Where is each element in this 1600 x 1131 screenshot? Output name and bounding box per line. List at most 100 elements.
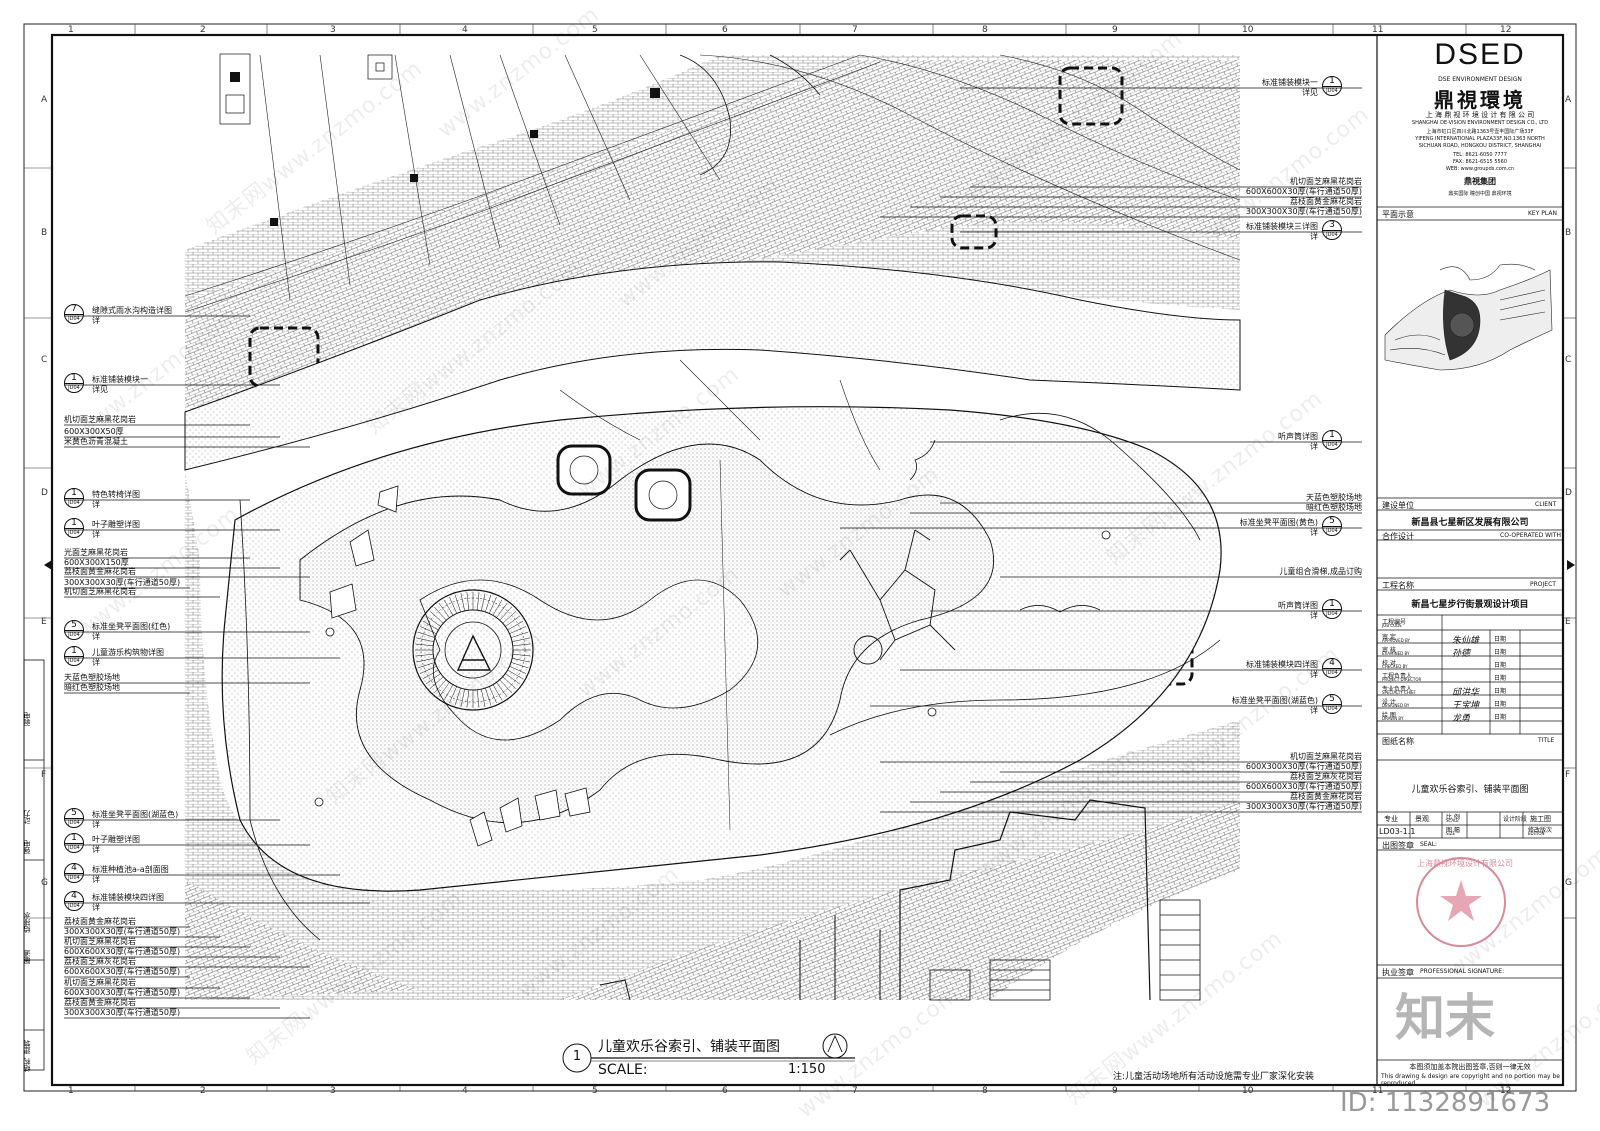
role-date: 日期 xyxy=(1494,688,1507,695)
callout-text: 600X300X30厚(车行通道50厚) xyxy=(64,988,181,997)
callout-text: 儿童游乐构筑物详图 xyxy=(92,648,164,657)
grid-col-bottom: 11 xyxy=(1372,1086,1384,1096)
discipline-label: 给排水 xyxy=(23,912,31,933)
callout-text: 600X600X30厚(车行通道50厚) xyxy=(64,967,181,976)
callout-sheet-ref: JD04 xyxy=(68,845,80,851)
spoke xyxy=(425,673,441,685)
callout-sub: 详 xyxy=(1310,611,1318,620)
spoke xyxy=(499,679,512,694)
spoke xyxy=(502,611,517,624)
grid-row-left: F xyxy=(41,770,47,780)
callout-text: 300X300X30厚(车行通道50厚) xyxy=(1245,802,1362,811)
spoke xyxy=(476,592,480,611)
callout-text: 600X600X30厚(车行通道50厚) xyxy=(1245,187,1362,196)
grid-row-left: E xyxy=(41,617,47,627)
street-lines xyxy=(184,54,1241,313)
callout-text: 暗红色塑胶场地 xyxy=(64,683,120,692)
callout-text: 暗红色塑胶场地 xyxy=(1306,503,1362,512)
spoke xyxy=(505,615,521,627)
callout-text: 标准铺装模块四详图 xyxy=(92,893,164,902)
seal-stamp-text: 上海鼎视环境设计有限公司 xyxy=(1417,859,1513,868)
callout-text: 标准铺装模块一 xyxy=(92,375,148,384)
role-date: 日期 xyxy=(1494,662,1507,669)
callout-text: 缝隙式雨水沟构造详图 xyxy=(92,306,172,315)
cooperated-label-en: CO-OPERATED WITH xyxy=(1500,532,1561,539)
stage-label: 设计阶段 xyxy=(1503,816,1528,823)
key-plan-label: 平面示意 xyxy=(1382,210,1414,219)
grid-col-bottom: 2 xyxy=(200,1086,206,1096)
spoke xyxy=(489,686,497,704)
spoke xyxy=(485,594,492,613)
grid-col-top: 10 xyxy=(1242,25,1254,35)
callout-sub: 详 xyxy=(1310,232,1318,241)
callout-sheet-ref: JD04 xyxy=(68,632,80,638)
callout-text: 特色转椅详图 xyxy=(92,490,140,499)
callout-text: 600X600X30厚(车行通道50厚) xyxy=(1245,782,1362,791)
role-label: 审 核 xyxy=(1382,647,1396,654)
callout-text: 机切面芝麻黑花岗岩 xyxy=(64,978,136,987)
grid-row-right: C xyxy=(1565,355,1572,365)
spoke xyxy=(443,599,454,616)
callout-sheet-ref: JD04 xyxy=(68,903,80,909)
revision-label-en: EDITION xyxy=(1528,831,1545,836)
spoke xyxy=(419,626,437,634)
spoke xyxy=(422,620,439,631)
grid-col-top: 7 xyxy=(852,25,858,35)
slide-structure xyxy=(839,529,956,665)
spoke xyxy=(481,593,486,611)
spoke xyxy=(466,592,470,611)
size-label-en: SIZE xyxy=(1446,831,1455,836)
callout-sheet-ref: JD04 xyxy=(1326,706,1338,712)
role-label-en: CHECKED BY xyxy=(1382,664,1408,669)
callout-sub: 详 xyxy=(92,820,100,829)
professional-label: 执业签章 xyxy=(1382,968,1414,977)
spoke xyxy=(466,689,470,708)
title-label-en: TITLE xyxy=(1538,737,1555,744)
callout-sub: 详 xyxy=(92,658,100,667)
discipline-label: 弱电 xyxy=(23,712,31,726)
callout-sheet-ref: JD04 xyxy=(1326,232,1338,238)
title-block-rules xyxy=(1377,206,1563,1061)
callout-sheet-ref: JD04 xyxy=(68,530,80,536)
spoke xyxy=(509,666,527,674)
seal-label-en: SEAL: xyxy=(1420,841,1438,848)
grid-col-top: 9 xyxy=(1112,25,1118,35)
notice-en1: This drawing & design are copyright and … xyxy=(1381,1073,1560,1080)
firm-logo-sub: DSE ENVIRONMENT DESIGN xyxy=(1438,76,1522,83)
spoke xyxy=(505,673,521,685)
discipline-label: 动力 xyxy=(23,810,31,824)
discipline-strip xyxy=(23,659,45,1071)
callout-number: 4 xyxy=(65,892,83,902)
callout-sub: 详 xyxy=(92,500,100,509)
callout-text: 荔枝面芝麻灰花岗岩 xyxy=(64,957,136,966)
spoke xyxy=(443,684,454,701)
callout-sheet-ref: JD04 xyxy=(68,820,80,826)
callout-text: 600X600X30厚(车行通道50厚) xyxy=(64,947,181,956)
grid-col-bottom: 7 xyxy=(852,1086,858,1096)
callout-sub: 详 xyxy=(92,632,100,641)
firm-company-en: SHANGHAI DE-VISION ENVIRONMENT DESIGN CO… xyxy=(1411,120,1549,126)
spoke xyxy=(438,602,450,618)
client-label-en: CLIENT xyxy=(1535,501,1557,508)
scale-label-tb: 比 例 xyxy=(1446,814,1460,821)
role-label-en: DESIGNED BY xyxy=(1382,703,1410,708)
callout-text: 叶子雕塑详图 xyxy=(92,835,140,844)
firm-logo: DSED xyxy=(1434,38,1526,71)
callout-sheet-ref: JD04 xyxy=(68,658,80,664)
callout-sheet-ref: JD04 xyxy=(68,875,80,881)
grid-row-right: D xyxy=(1565,488,1572,498)
callout-sub: 详 xyxy=(92,845,100,854)
grid-col-top: 6 xyxy=(722,25,728,35)
grid-col-top: 2 xyxy=(200,25,206,35)
firm-company-cn: 上 海 鼎 视 环 境 设 计 有 限 公 司 xyxy=(1425,111,1535,119)
callout-text: 机切面芝麻黑花岗岩 xyxy=(64,587,136,596)
spoke xyxy=(449,596,457,614)
callout-number: 1 xyxy=(65,489,83,499)
project-value: 新昌七星步行街景观设计项目 xyxy=(1411,600,1529,610)
role-signature: 王宝坤 xyxy=(1452,701,1480,711)
scale-label: SCALE: xyxy=(598,1062,648,1078)
grid-row-left: B xyxy=(41,228,48,238)
callout-text: 600X300X50厚 xyxy=(64,427,124,436)
structure-spokes xyxy=(415,592,531,708)
